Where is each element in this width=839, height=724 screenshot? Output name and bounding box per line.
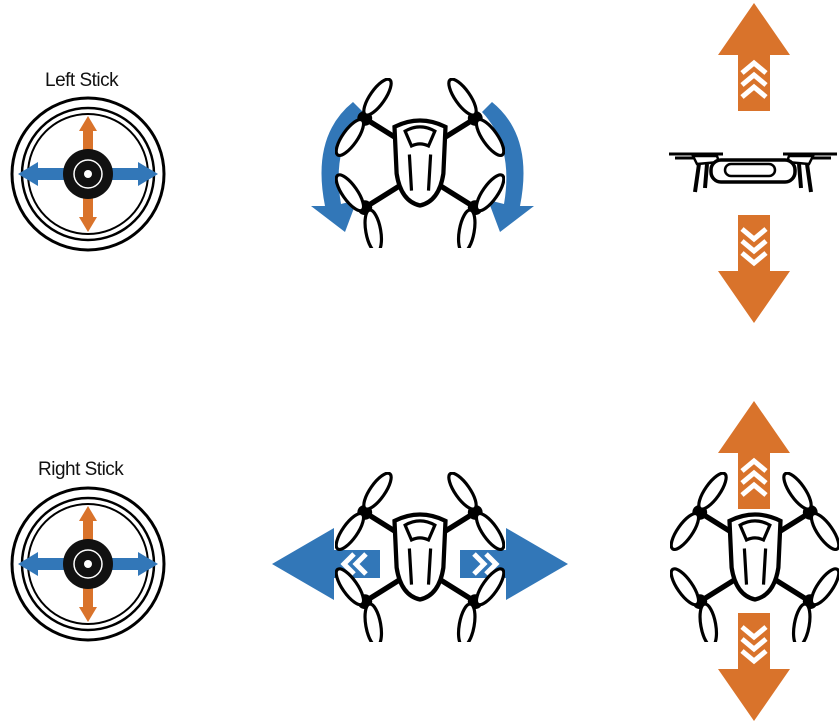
left-stick-label: Left Stick (45, 70, 118, 92)
drone-side-view-icon (668, 138, 838, 198)
right-stick-joystick-icon (8, 484, 168, 644)
drone-top-view-icon (335, 78, 505, 248)
pitch-vertical-arrow-icon (714, 400, 794, 722)
drone-top-view-icon-roll (335, 472, 505, 642)
right-stick-label: Right Stick (38, 459, 123, 481)
left-stick-joystick-icon (8, 94, 168, 254)
